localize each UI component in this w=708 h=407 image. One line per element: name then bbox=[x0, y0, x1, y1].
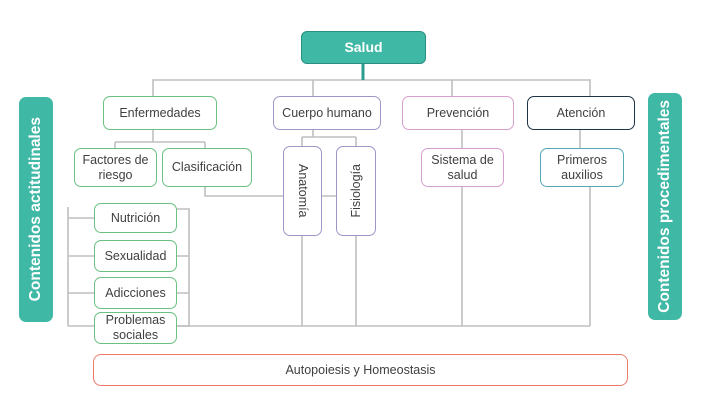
node-enfermedades: Enfermedades bbox=[103, 96, 217, 130]
connector-top-bus bbox=[152, 79, 591, 96]
node-nutricion: Nutrición bbox=[94, 203, 177, 233]
node-sexualidad: Sexualidad bbox=[94, 240, 177, 272]
node-prevencion: Prevención bbox=[402, 96, 514, 130]
connector-risk-bracket bbox=[67, 207, 94, 326]
node-sistema-salud: Sistema de salud bbox=[421, 148, 504, 187]
side-label-actitudinales: Contenidos actitudinales bbox=[19, 97, 53, 322]
node-primeros-auxilios: Primeros auxilios bbox=[540, 148, 624, 187]
node-fisiologia: Fisiología bbox=[336, 146, 376, 236]
root-node-salud: Salud bbox=[301, 31, 426, 64]
base-bar-autopoiesis: Autopoiesis y Homeostasis bbox=[93, 354, 628, 386]
connector-cuerpo-subs bbox=[301, 130, 357, 146]
node-cuerpo-humano: Cuerpo humano bbox=[273, 96, 381, 130]
node-clasificacion: Clasificación bbox=[162, 148, 252, 187]
node-factores-riesgo: Factores de riesgo bbox=[74, 148, 157, 187]
connector-risk-right bbox=[177, 208, 190, 327]
node-anatomia: Anatomía bbox=[283, 146, 322, 236]
node-problemas-sociales: Problemas sociales bbox=[94, 312, 177, 344]
node-atencion: Atención bbox=[527, 96, 635, 130]
side-label-procedimentales: Contenidos procedimentales bbox=[648, 93, 682, 320]
node-adicciones: Adicciones bbox=[94, 277, 177, 309]
connector-enfermedades-subs bbox=[114, 130, 206, 148]
